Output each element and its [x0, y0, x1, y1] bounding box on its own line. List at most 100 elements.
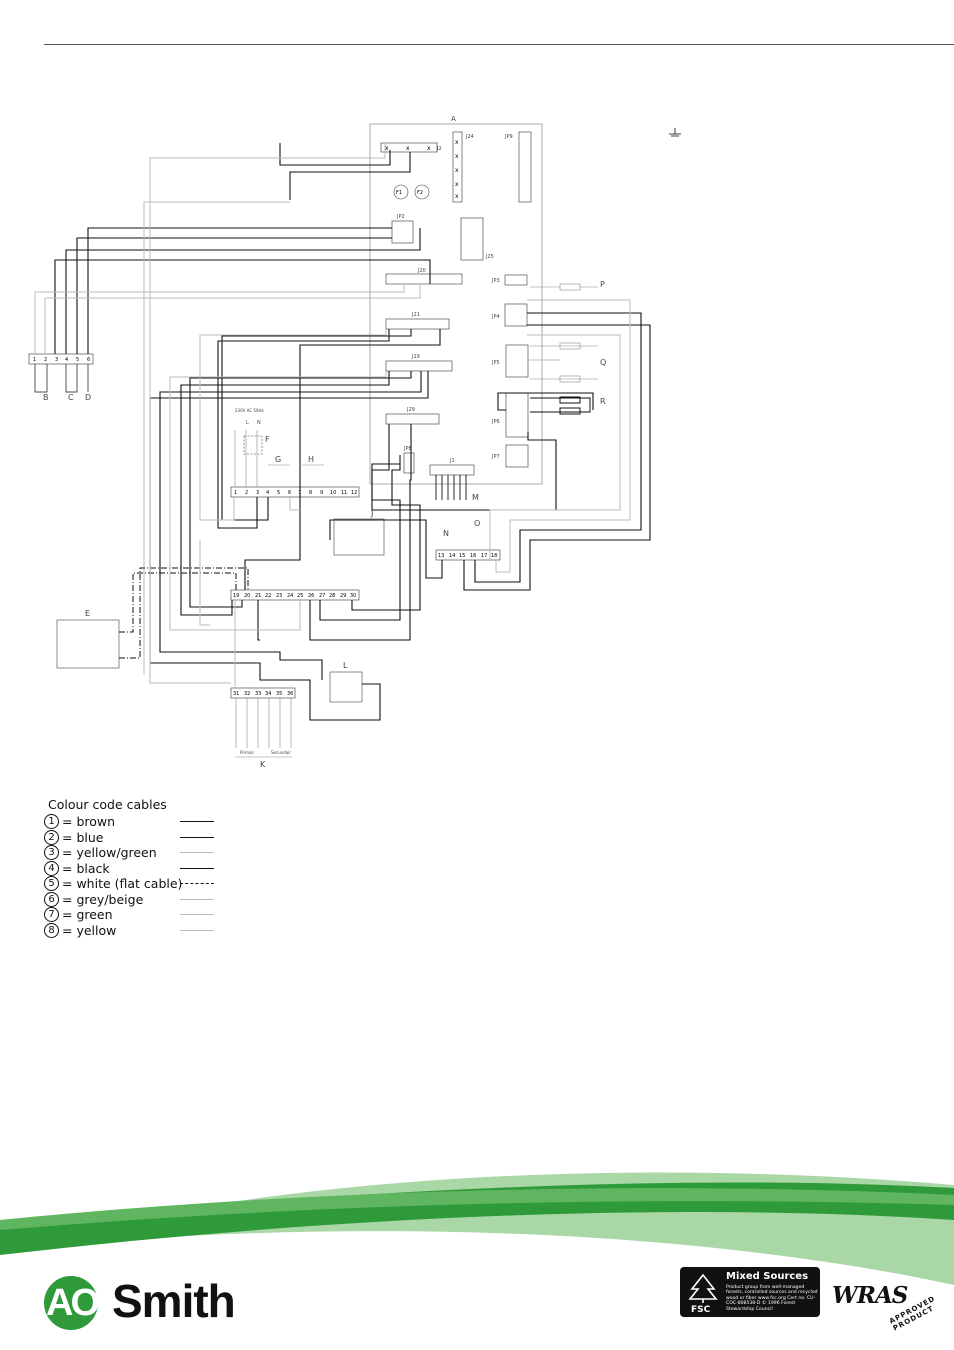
- svg-text:230V AC 50Hz: 230V AC 50Hz: [235, 408, 264, 413]
- svg-text:35: 35: [276, 691, 282, 697]
- sensor-p: [530, 283, 598, 291]
- legend-number: 8: [44, 922, 59, 938]
- label-a: A: [451, 115, 456, 123]
- svg-text:x: x: [455, 181, 459, 188]
- label-j2: J2: [436, 146, 442, 152]
- flat-cable-m: [435, 475, 467, 500]
- legend-label: = yellow/green: [62, 845, 157, 860]
- svg-text:8: 8: [309, 490, 312, 496]
- svg-text:x: x: [455, 153, 459, 160]
- logo-circle: [44, 1276, 98, 1330]
- connector-j24: [452, 131, 463, 203]
- legend-number: 1: [44, 814, 59, 829]
- label-jp9: JP9: [504, 134, 513, 140]
- legend-item: 4= black: [44, 860, 214, 877]
- svg-text:25: 25: [297, 593, 303, 599]
- connector-jp3: [504, 274, 528, 286]
- fsc-title: Mixed Sources: [726, 1271, 809, 1282]
- svg-text:F2: F2: [417, 190, 423, 196]
- svg-text:23: 23: [276, 593, 282, 599]
- legend-label: = white (flat cable): [62, 876, 183, 891]
- svg-text:x: x: [385, 145, 389, 152]
- svg-text:x: x: [455, 139, 459, 146]
- svg-text:Q: Q: [600, 358, 606, 367]
- svg-text:x: x: [455, 193, 459, 200]
- svg-text:K: K: [260, 760, 266, 769]
- svg-text:3: 3: [55, 357, 58, 363]
- svg-text:FSC: FSC: [691, 1305, 711, 1313]
- svg-text:5: 5: [277, 490, 280, 496]
- svg-text:JP4: JP4: [491, 314, 500, 320]
- svg-text:L: L: [343, 661, 348, 670]
- label-j24: J24: [465, 134, 474, 140]
- svg-text:20: 20: [244, 593, 250, 599]
- svg-text:2: 2: [245, 490, 248, 496]
- ao-smith-logo: AO Smith: [44, 1272, 264, 1332]
- svg-text:16: 16: [470, 553, 476, 559]
- fuse-f1: [393, 184, 409, 200]
- svg-text:F1: F1: [396, 190, 402, 196]
- svg-text:4: 4: [266, 490, 269, 496]
- header-rule: [44, 44, 954, 45]
- svg-text:JP8: JP8: [403, 446, 412, 452]
- logo-ao: AO: [46, 1282, 100, 1324]
- svg-text:J29: J29: [406, 407, 415, 413]
- svg-text:6: 6: [87, 357, 90, 363]
- legend-swatch: [180, 867, 214, 869]
- svg-text:J25: J25: [485, 254, 494, 260]
- svg-text:15: 15: [459, 553, 465, 559]
- legend-swatch: [180, 836, 214, 838]
- svg-text:27: 27: [319, 593, 325, 599]
- svg-text:28: 28: [329, 593, 335, 599]
- svg-text:M: M: [472, 493, 479, 502]
- svg-text:1: 1: [33, 357, 36, 363]
- legend-number: 2: [44, 829, 59, 845]
- connector-jp8: [403, 452, 415, 474]
- svg-text:J1: J1: [449, 458, 455, 464]
- svg-text:JP6: JP6: [491, 419, 500, 425]
- terminal-block-1-12: [230, 486, 360, 498]
- svg-text:22: 22: [265, 593, 271, 599]
- svg-text:JP2: JP2: [396, 214, 405, 220]
- svg-text:33: 33: [255, 691, 261, 697]
- legend-label: = blue: [62, 829, 104, 845]
- svg-text:x: x: [427, 145, 431, 152]
- connector-jp5: [505, 344, 529, 378]
- svg-text:36: 36: [287, 691, 293, 697]
- svg-text:1: 1: [234, 490, 237, 496]
- connector-jp9: [518, 131, 532, 203]
- connector-jp2: [391, 220, 414, 244]
- flat-cable-5: [119, 572, 237, 633]
- connector-j20: [385, 273, 463, 285]
- fuse-f2: [414, 184, 430, 200]
- svg-text:JP7: JP7: [491, 454, 500, 460]
- component-j: [333, 518, 385, 556]
- svg-text:34: 34: [265, 691, 271, 697]
- svg-text:E: E: [85, 609, 90, 618]
- svg-text:18: 18: [491, 553, 497, 559]
- svg-text:L: L: [246, 420, 249, 426]
- svg-text:10: 10: [330, 490, 336, 496]
- svg-text:P: P: [600, 280, 605, 289]
- connector-j21: [385, 318, 450, 330]
- svg-text:19: 19: [233, 593, 239, 599]
- connector-jp6: [505, 392, 529, 438]
- svg-text:14: 14: [449, 553, 455, 559]
- legend-item: 1= brown: [44, 814, 214, 830]
- legend-item: 7= green: [44, 907, 214, 923]
- svg-text:JP5: JP5: [491, 360, 500, 366]
- sensor-q: [530, 342, 598, 383]
- connector-j29: [385, 413, 440, 425]
- legend-label: = brown: [62, 814, 116, 829]
- legend-number: 4: [44, 860, 59, 876]
- fsc-badge: FSC Mixed Sources Product group from wel…: [680, 1267, 820, 1317]
- legend-number: 6: [44, 891, 59, 907]
- svg-text:24: 24: [287, 593, 293, 599]
- legend-label: = grey/beige: [62, 891, 144, 907]
- legend-label: = yellow: [62, 922, 117, 938]
- legend-item: 5= white (flat cable): [44, 876, 214, 892]
- component-e: [56, 619, 120, 669]
- legend-swatch: [180, 898, 214, 900]
